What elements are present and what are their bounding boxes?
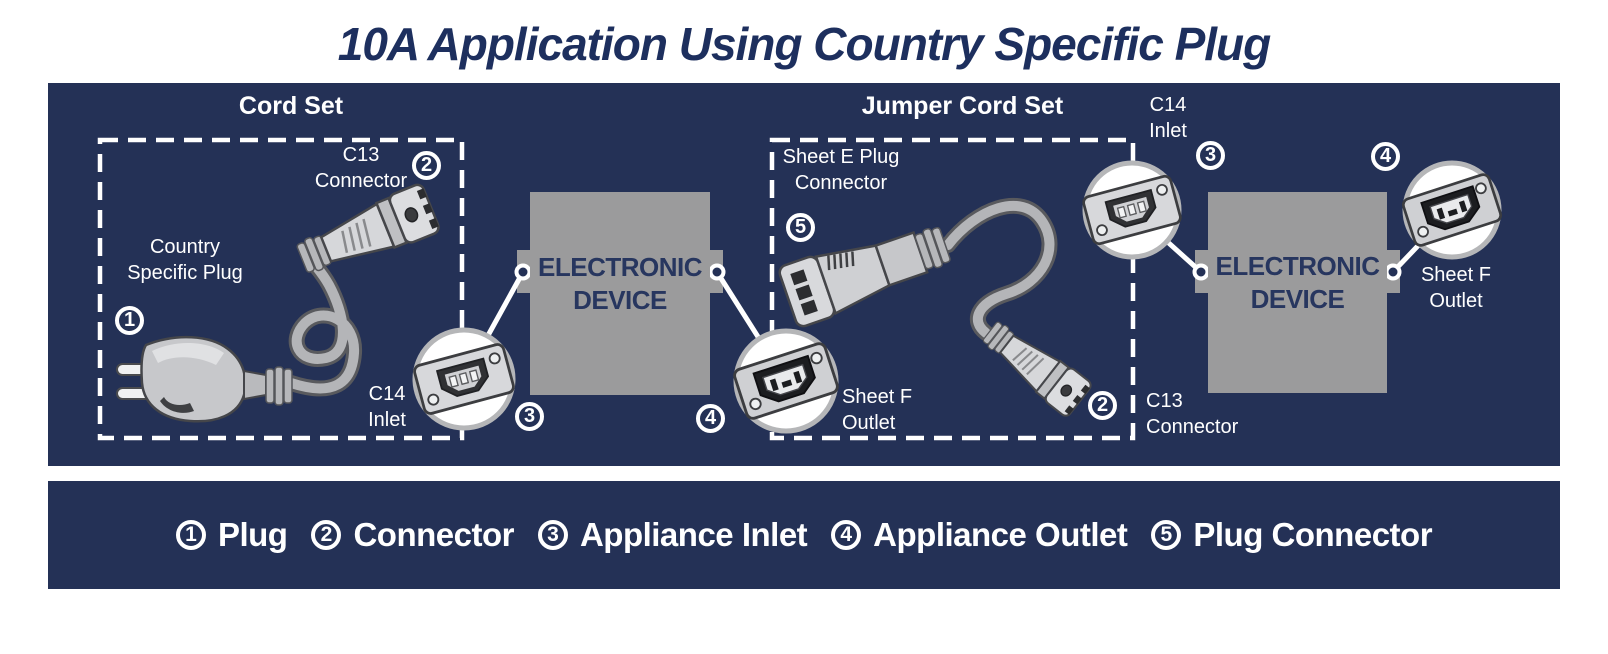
outlet-zoom-circle-left (731, 328, 841, 434)
sheet-e-plug-connector-illustration (778, 226, 951, 328)
label-c13-connector-jumper: C13 Connector (1146, 390, 1239, 438)
jumper-c13-connector-illustration (975, 313, 1094, 419)
label-sheet-f-outlet-left: Sheet F Outlet (842, 386, 913, 434)
badge-appliance-inlet-right: 3 (1196, 141, 1225, 170)
badge-plug-connector: 5 (786, 213, 815, 242)
badge-connector-jumper: 2 (1088, 391, 1117, 420)
label-sheet-e-plug-connector: Sheet E Plug Connector (782, 146, 900, 194)
legend-bar: 1 Plug 2 Connector 3 Appliance Inlet 4 A… (48, 481, 1560, 589)
legend-label: Appliance Outlet (873, 516, 1128, 553)
legend-badge: 2 (311, 520, 342, 550)
legend-badge: 3 (537, 520, 568, 550)
label-c13-connector-cordset: C13 Connector (314, 144, 408, 192)
legend-badge: 5 (1151, 520, 1182, 550)
legend-item-plug: 1 Plug (175, 516, 288, 554)
legend-badge: 1 (175, 520, 206, 550)
legend-item-connector: 2 Connector (311, 516, 514, 554)
label-country-specific-plug: Country Specific Plug (127, 236, 243, 284)
device-label: ELECTRONIC DEVICE (538, 251, 703, 315)
legend-badge: 4 (831, 520, 862, 550)
diagram-artwork (97, 137, 1504, 441)
device-box-right: ELECTRONIC DEVICE (1208, 192, 1387, 393)
legend-label: Appliance Inlet (579, 516, 808, 553)
callout-dots (514, 263, 1402, 281)
device-box-left: ELECTRONIC DEVICE (530, 192, 710, 395)
legend-item-appliance-inlet: 3 Appliance Inlet (537, 516, 808, 554)
badge-appliance-outlet-right: 4 (1371, 142, 1400, 171)
badge-appliance-inlet-left: 3 (515, 402, 544, 431)
cord-set-cable (283, 257, 362, 397)
legend-label: Plug Connector (1193, 516, 1433, 553)
label-c14-inlet-left: C14 Inlet (368, 383, 406, 431)
device-label: ELECTRONIC DEVICE (1215, 250, 1381, 314)
cord-set-dashed-box (97, 137, 465, 441)
country-specific-plug-illustration (116, 335, 293, 423)
outlet-zoom-circle-right (1400, 160, 1504, 260)
inlet-zoom-circle-right (1080, 160, 1184, 260)
badge-plug: 1 (115, 306, 144, 335)
legend-item-appliance-outlet: 4 Appliance Outlet (831, 516, 1128, 554)
label-c14-inlet-right: C14 Inlet (1149, 94, 1187, 142)
badge-appliance-outlet-left: 4 (696, 404, 725, 433)
legend-label: Connector (353, 516, 514, 553)
badge-connector-cordset: 2 (412, 151, 441, 180)
legend-item-plug-connector: 5 Plug Connector (1151, 516, 1433, 554)
label-sheet-f-outlet-right: Sheet F Outlet (1420, 264, 1492, 312)
legend-label: Plug (217, 516, 288, 553)
c13-connector-illustration (291, 181, 442, 285)
inlet-zoom-circle-left (411, 327, 517, 431)
cord-set-heading: Cord Set (238, 92, 344, 120)
jumper-cable (940, 197, 1058, 341)
jumper-cord-set-heading: Jumper Cord Set (861, 92, 1064, 120)
jumper-cord-set-dashed-box (769, 137, 1136, 441)
page-title: 10A Application Using Country Specific P… (337, 18, 1271, 70)
